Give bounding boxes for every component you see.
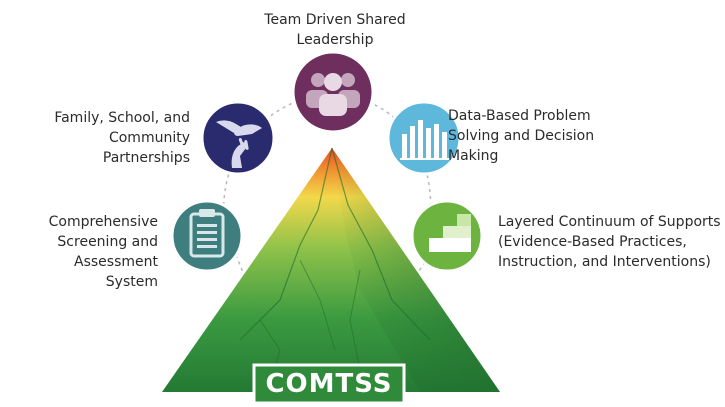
family-partnerships-circle	[200, 100, 276, 176]
team-leadership-circle	[291, 50, 375, 134]
people-icon	[306, 73, 360, 116]
stairs-icon	[429, 214, 471, 252]
mountain	[162, 147, 500, 392]
hands-icon	[216, 120, 262, 168]
data-problem-solving-label: Data-Based Problem Solving and Decision …	[448, 108, 595, 164]
layered-supports-circle	[410, 199, 484, 273]
comtss-banner-label: COMTSS	[265, 369, 393, 399]
data-problem-solving-circle	[386, 100, 462, 176]
bar-chart-icon	[400, 120, 450, 160]
screening-assessment-label: Comprehensive Screening and Assessment S…	[48, 214, 158, 290]
clipboard-icon	[189, 209, 225, 258]
team-leadership-label: Team Driven Shared Leadership	[264, 12, 406, 48]
layered-supports-label: Layered Continuum of Supports (Evidence-…	[498, 214, 721, 270]
screening-assessment-circle	[170, 199, 244, 273]
comtss-banner	[252, 363, 406, 405]
family-partnerships-label: Family, School, and Community Partnershi…	[54, 110, 190, 166]
